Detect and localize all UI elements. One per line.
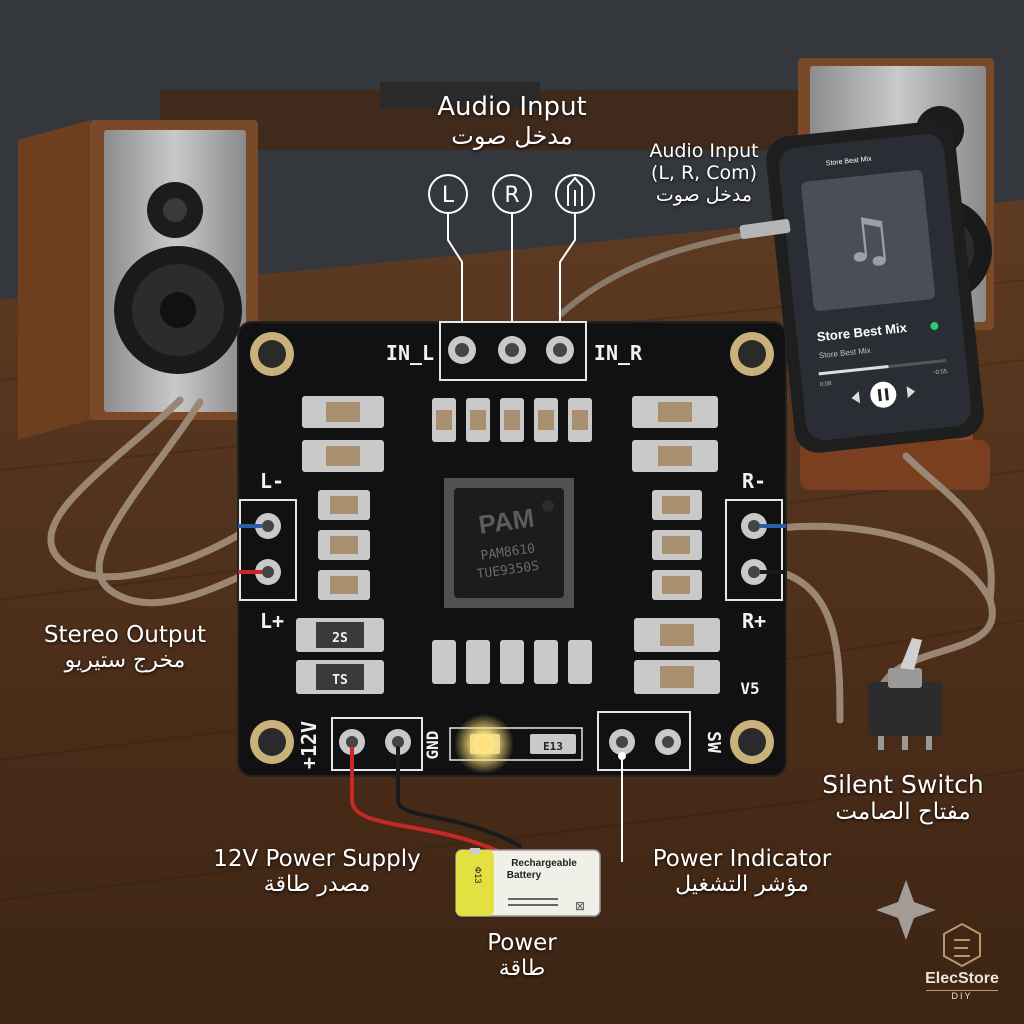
stereo-output-label: Stereo Output مخرج ستيريو — [20, 622, 230, 673]
left-speaker — [18, 120, 258, 440]
audio-input-top-en: Audio Input — [437, 92, 587, 122]
battery-code: Ф13 — [473, 867, 483, 884]
svg-text:♫: ♫ — [838, 203, 899, 278]
battery: ⊠ — [455, 848, 601, 917]
battery-line1: Rechargeable — [511, 858, 577, 869]
silk-diode2: TS — [332, 673, 348, 688]
input-circle-r — [492, 174, 532, 214]
battery-line2: Battery — [507, 870, 542, 881]
audio-jack-icon — [567, 176, 583, 206]
silk-led-code: E13 — [543, 740, 563, 753]
silk-sw: SW — [703, 731, 724, 753]
keyboard-bg — [380, 82, 540, 108]
audio-input-side-sub: (L, R, Com) — [650, 162, 758, 184]
silk-version: V5 — [740, 679, 759, 698]
power-indicator-ar: مؤشر التشغيل — [675, 872, 809, 897]
power-label: Power طاقة — [450, 930, 594, 981]
silk-in-r: IN_R — [594, 341, 643, 365]
phone: ♫ — [766, 121, 984, 453]
power-supply-en: 12V Power Supply — [213, 846, 421, 872]
silk-gnd: GND — [423, 731, 442, 760]
silent-switch-label: Silent Switch مفتاح الصامت — [798, 770, 1008, 825]
power-led — [476, 736, 492, 752]
power-en: Power — [487, 930, 557, 956]
sparkle-icon — [876, 880, 936, 940]
audio-input-side-en: Audio Input — [649, 140, 759, 162]
brand-logo: ElecStore DIY — [912, 970, 1012, 1001]
power-indicator-dot — [618, 752, 626, 760]
silent-switch-ar: مفتاح الصامت — [835, 799, 971, 825]
silk-r-minus: R- — [742, 469, 766, 493]
stereo-output-en: Stereo Output — [43, 622, 207, 648]
silk-diode1: 2S — [332, 631, 348, 646]
silk-r-plus: R+ — [742, 609, 766, 633]
phone-time-remaining: -0:55 — [933, 369, 948, 376]
power-indicator-label: Power Indicator مؤشر التشغيل — [632, 846, 852, 897]
recycle-bin-icon: ⊠ — [575, 899, 585, 913]
brand-sub: DIY — [926, 990, 998, 1001]
phone-header-title: Store Beat Mix — [826, 156, 873, 168]
next-track-icon[interactable] — [906, 385, 916, 399]
silent-switch-en: Silent Switch — [822, 770, 984, 799]
toggle-switch — [868, 638, 942, 750]
silk-12v: +12V — [297, 721, 321, 769]
power-supply-label: 12V Power Supply مصدر طاقة — [190, 846, 444, 897]
input-circle-r-label: R — [504, 183, 519, 208]
power-wires — [350, 746, 522, 854]
power-supply-ar: مصدر طاقة — [263, 872, 371, 897]
power-indicator-en: Power Indicator — [652, 846, 832, 872]
audio-input-top-ar: مدخل صوت — [451, 122, 573, 150]
input-circle-l-label: L — [442, 183, 455, 208]
input-circle-l — [428, 174, 468, 214]
audio-input-side-label: Audio Input (L, R, Com) مدخل صوت — [634, 140, 774, 206]
power-ar: طاقة — [498, 956, 546, 981]
audio-input-side-ar: مدخل صوت — [655, 184, 753, 206]
input-leader-lines — [447, 214, 576, 340]
phone-time-elapsed: 0:08 — [820, 381, 833, 388]
previous-track-icon[interactable] — [851, 391, 861, 404]
speaker-wires — [47, 396, 996, 724]
stereo-output-ar: مخرج ستيريو — [64, 648, 186, 673]
silk-in-l: IN_L — [386, 341, 434, 365]
silk-l-plus: L+ — [260, 609, 284, 633]
amplifier-chip — [444, 478, 574, 608]
audio-plug — [557, 218, 791, 318]
silk-l-minus: L- — [260, 469, 284, 493]
pcb-board — [237, 321, 787, 777]
elecstore-logo-icon — [943, 922, 981, 968]
audio-input-top-label: Audio Input مدخل صوت — [380, 92, 644, 150]
brand-name: ElecStore — [925, 970, 999, 987]
liked-icon[interactable] — [930, 322, 939, 331]
pause-button[interactable] — [869, 380, 898, 409]
input-circle-com — [555, 174, 595, 214]
